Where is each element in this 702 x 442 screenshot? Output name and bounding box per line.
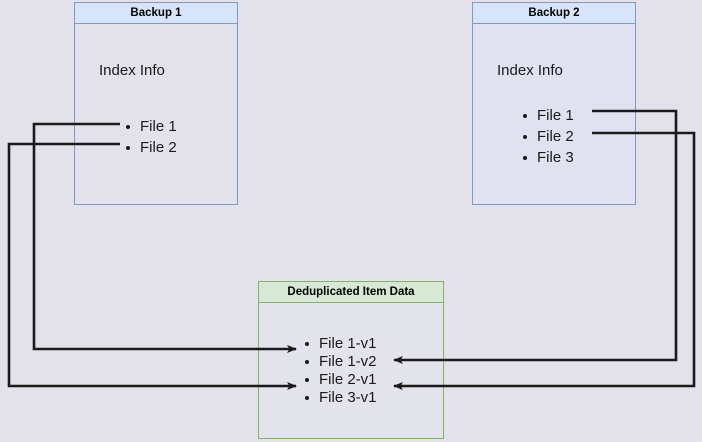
dedup-item-list: File 1-v1 File 1-v2 File 2-v1 File 3-v1: [304, 335, 377, 407]
list-item-label: File 2: [140, 139, 177, 156]
bullet-icon: [126, 145, 130, 150]
deduplicated-item-data-box[interactable]: Deduplicated Item Data File 1-v1 File 1-…: [258, 281, 444, 439]
list-item[interactable]: File 2-v1: [304, 371, 377, 389]
bullet-icon: [523, 134, 527, 139]
list-item[interactable]: File 2: [522, 126, 574, 147]
backup-2-box[interactable]: Backup 2 Index Info File 1 File 2 File 3: [472, 2, 636, 205]
list-item-label: File 2-v1: [319, 371, 377, 388]
list-item[interactable]: File 1-v1: [304, 335, 377, 353]
backup-2-file-list: File 1 File 2 File 3: [522, 105, 574, 168]
list-item-label: File 3: [537, 149, 574, 166]
deduplicated-item-data-title: Deduplicated Item Data: [258, 281, 444, 303]
list-item[interactable]: File 2: [125, 137, 177, 158]
list-item-label: File 3-v1: [319, 389, 377, 406]
bullet-icon: [126, 124, 130, 129]
list-item-label: File 2: [537, 128, 574, 145]
list-item[interactable]: File 1: [522, 105, 574, 126]
backup-1-subtitle: Index Info: [99, 62, 165, 79]
bullet-icon: [305, 342, 309, 346]
deduplicated-item-data-body: File 1-v1 File 1-v2 File 2-v1 File 3-v1: [258, 303, 444, 439]
backup-2-title: Backup 2: [472, 2, 636, 24]
list-item[interactable]: File 3-v1: [304, 389, 377, 407]
backup-2-body: Index Info File 1 File 2 File 3: [472, 24, 636, 205]
list-item-label: File 1-v1: [319, 335, 377, 352]
bullet-icon: [305, 378, 309, 382]
list-item[interactable]: File 1: [125, 116, 177, 137]
list-item-label: File 1: [140, 118, 177, 135]
list-item[interactable]: File 1-v2: [304, 353, 377, 371]
backup-1-file-list: File 1 File 2: [125, 116, 177, 158]
bullet-icon: [305, 396, 309, 400]
backup-1-box[interactable]: Backup 1 Index Info File 1 File 2: [74, 2, 238, 205]
backup-2-subtitle: Index Info: [497, 62, 563, 79]
backup-1-body: Index Info File 1 File 2: [74, 24, 238, 205]
backup-1-title: Backup 1: [74, 2, 238, 24]
bullet-icon: [523, 155, 527, 160]
list-item-label: File 1-v2: [319, 353, 377, 370]
bullet-icon: [305, 360, 309, 364]
bullet-icon: [523, 113, 527, 118]
list-item-label: File 1: [537, 107, 574, 124]
list-item[interactable]: File 3: [522, 147, 574, 168]
